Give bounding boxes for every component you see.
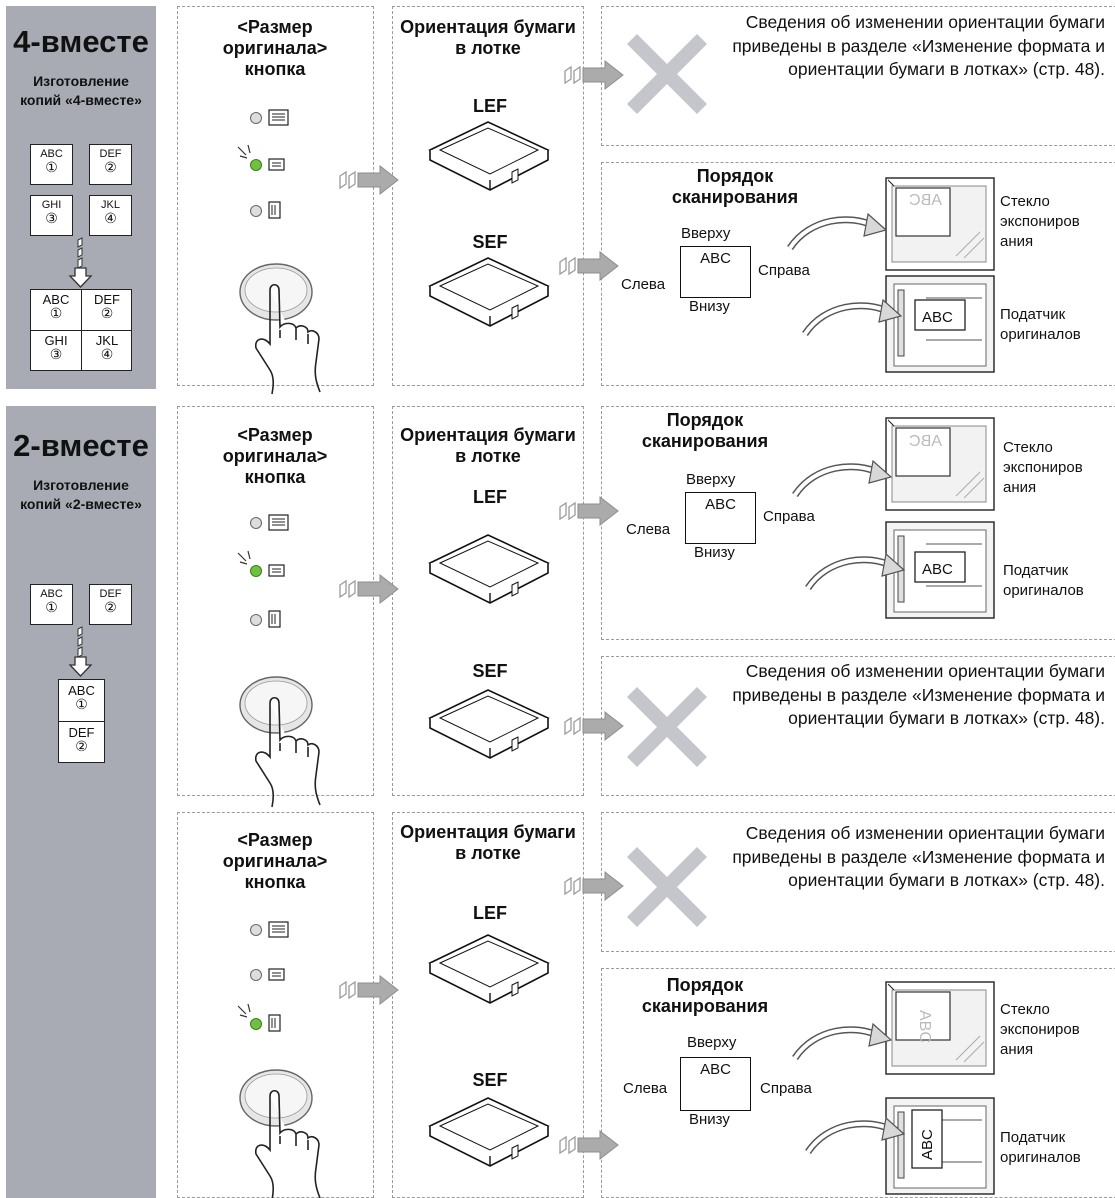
glass-label: Стекло экспониров ания xyxy=(1000,193,1080,250)
orientation-heading: Ориентация бумаги в лотке xyxy=(400,425,576,466)
panel-orientation xyxy=(392,6,584,386)
sidebar-2up xyxy=(6,406,156,1198)
orientation-doc: ABC xyxy=(680,246,751,298)
button-heading: <Размер оригинала> кнопка xyxy=(222,17,328,79)
scan-order-heading: Порядок сканирования xyxy=(641,410,769,451)
lef-label: LEF xyxy=(473,96,507,116)
bottom-label: Внизу xyxy=(689,298,730,315)
left-label: Слева xyxy=(626,521,671,538)
orientation-heading: Ориентация бумаги в лотке xyxy=(400,17,576,58)
svg-text:ABC: ABC xyxy=(909,433,942,450)
panel-button xyxy=(177,6,374,386)
bottom-label: Внизу xyxy=(689,1111,730,1128)
orientation-heading: Ориентация бумаги в лотке xyxy=(400,822,576,863)
svg-text:ABC: ABC xyxy=(922,309,953,326)
orientation-doc: ABC xyxy=(685,492,756,544)
down-arrow-icon xyxy=(68,626,93,677)
feeder-label: Податчик оригиналов xyxy=(1000,306,1081,343)
lef-label: LEF xyxy=(473,903,507,923)
sef-label: SEF xyxy=(472,232,508,252)
top-label: Вверху xyxy=(687,1034,737,1051)
orientation-doc: ABC xyxy=(680,1057,751,1111)
top-label: Вверху xyxy=(681,225,731,242)
subtitle-4up: Изготовление копий «4-вместе» xyxy=(20,73,142,108)
button-heading: <Размер оригинала> кнопка xyxy=(222,830,328,892)
info-text: Сведения об изменении ориентации бумаги … xyxy=(732,661,1105,728)
scan-order-heading: Порядок сканирования xyxy=(671,166,799,207)
sef-label: SEF xyxy=(472,661,508,681)
right-label: Справа xyxy=(760,1080,812,1097)
panel-orientation xyxy=(392,406,584,796)
scan-order-heading: Порядок сканирования xyxy=(641,975,769,1016)
left-label: Слева xyxy=(621,276,666,293)
down-arrow-icon xyxy=(68,237,93,288)
info-text: Сведения об изменении ориентации бумаги … xyxy=(732,12,1105,79)
lef-label: LEF xyxy=(473,487,507,507)
subtitle-2up: Изготовление копий «2-вместе» xyxy=(20,477,142,512)
svg-text:ABC: ABC xyxy=(922,561,953,578)
right-label: Справа xyxy=(763,508,815,525)
title-4up: 4-вместе xyxy=(13,24,149,59)
panel-button xyxy=(177,406,374,796)
sef-label: SEF xyxy=(472,1070,508,1090)
feeder-label: Податчик оригиналов xyxy=(1003,562,1084,599)
feeder-label: Податчик оригиналов xyxy=(1000,1129,1081,1166)
title-2up: 2-вместе xyxy=(13,428,149,463)
top-label: Вверху xyxy=(686,471,736,488)
left-label: Слева xyxy=(623,1080,668,1097)
svg-text:ABC: ABC xyxy=(919,1129,936,1160)
svg-text:ABC: ABC xyxy=(909,192,942,209)
button-heading: <Размер оригинала> кнопка xyxy=(222,425,328,487)
glass-label: Стекло экспониров ания xyxy=(1000,1001,1080,1058)
right-label: Справа xyxy=(758,262,810,279)
svg-text:ABC: ABC xyxy=(916,1010,933,1043)
bottom-label: Внизу xyxy=(694,544,735,561)
info-text: Сведения об изменении ориентации бумаги … xyxy=(732,823,1105,890)
glass-label: Стекло экспониров ания xyxy=(1003,439,1083,496)
